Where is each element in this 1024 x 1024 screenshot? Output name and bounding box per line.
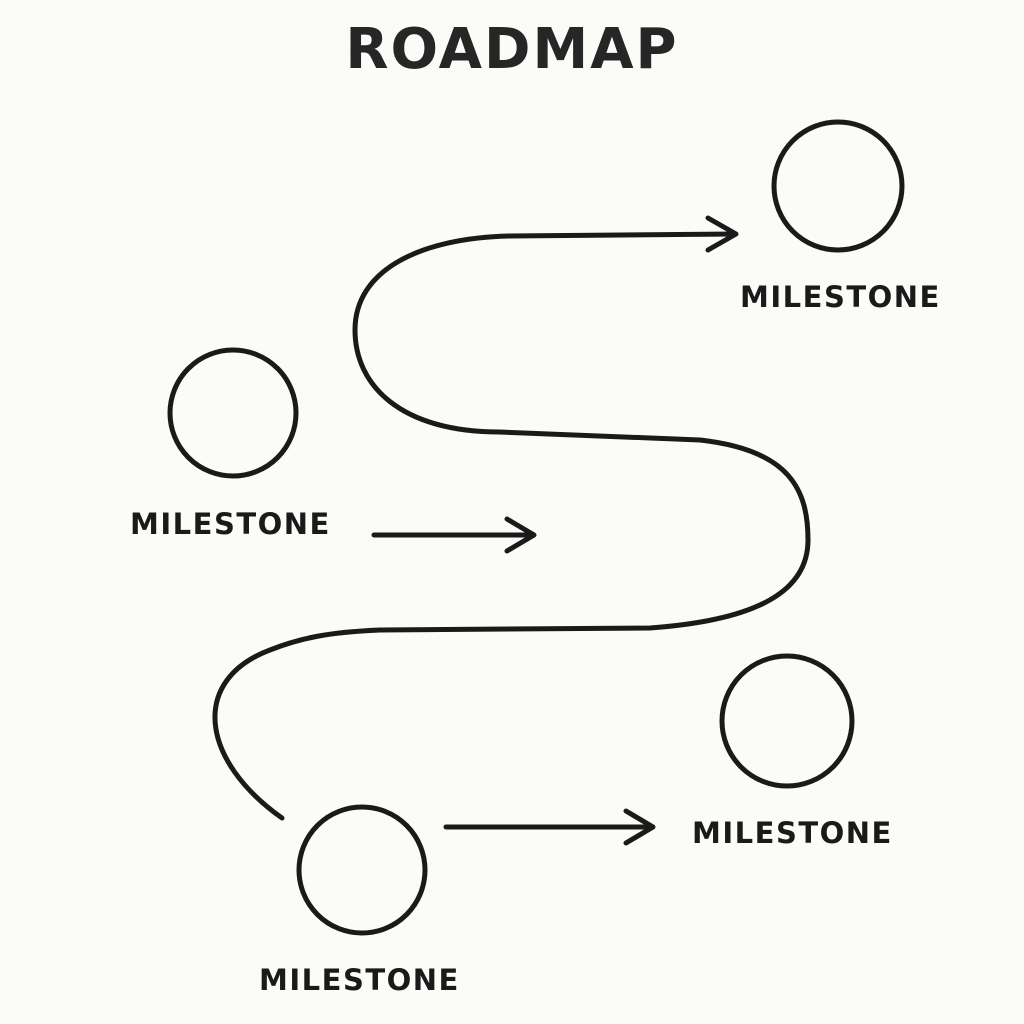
milestone-circle-top-right xyxy=(771,119,905,253)
roadmap-title: ROADMAP xyxy=(345,17,679,82)
milestone-circle-middle-left xyxy=(167,347,299,479)
milestone-label-bottom-right: MILESTONE xyxy=(692,816,893,850)
milestone-circle-bottom-right xyxy=(719,653,855,789)
milestone-label-middle-left: MILESTONE xyxy=(130,507,331,541)
road-arrowhead xyxy=(705,215,739,253)
arrow-bottom-head xyxy=(623,808,656,846)
arrow-middle-head xyxy=(504,516,537,554)
milestone-label-bottom-left: MILESTONE xyxy=(259,963,460,997)
milestone-circle-bottom-left xyxy=(296,804,428,936)
road-path xyxy=(212,231,811,821)
milestone-label-top-right: MILESTONE xyxy=(740,280,941,314)
